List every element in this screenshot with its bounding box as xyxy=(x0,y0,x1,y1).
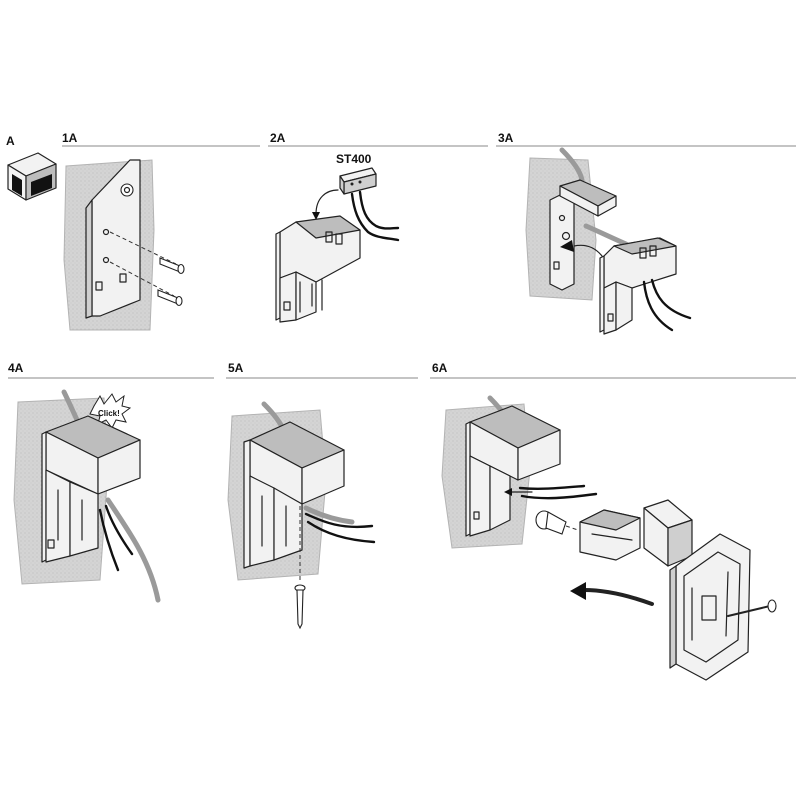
insert-arrow-6a-main xyxy=(582,588,654,606)
step-5a-label: 5A xyxy=(228,361,244,375)
mounting-plate-1a xyxy=(85,159,141,319)
part-label-st400: ST400 xyxy=(336,152,372,166)
step-5a: 5A xyxy=(226,361,418,630)
screw-1a-upper xyxy=(159,257,185,275)
click-label: Click! xyxy=(98,409,120,418)
insert-arrow-3a xyxy=(573,244,603,257)
step-6a-label: 6A xyxy=(432,361,448,375)
bracket-inset-icon xyxy=(7,152,57,201)
detector-body-6a xyxy=(669,533,751,681)
sensor-housing-5a xyxy=(243,421,345,569)
step-3a: 3A xyxy=(496,131,796,335)
step-2a-label: 2A xyxy=(270,131,286,145)
step-4a: 4A Click! xyxy=(8,361,214,603)
step-a-label: A xyxy=(6,134,15,148)
screw-6a xyxy=(727,599,777,617)
step-3a-label: 3A xyxy=(498,131,514,145)
step-2a: 2A ST400 xyxy=(268,131,488,323)
housing-base-2a xyxy=(275,215,361,323)
st400-module xyxy=(339,167,377,195)
step-1a: 1A xyxy=(62,131,260,331)
step-a: A xyxy=(6,134,57,201)
sensor-housing-4a xyxy=(41,415,141,563)
wall-plug-6a xyxy=(535,510,567,535)
step-6a: 6A xyxy=(430,361,796,681)
step-4a-label: 4A xyxy=(8,361,24,375)
screw-1a-lower xyxy=(157,289,183,307)
step-1a-label: 1A xyxy=(62,131,78,145)
swivel-joint-6a xyxy=(579,499,693,567)
insert-arrow-2a xyxy=(315,189,339,215)
cover-3a xyxy=(559,179,617,217)
housing-base-3a xyxy=(599,237,677,335)
screw-5a xyxy=(294,584,306,630)
sensor-housing-6a xyxy=(465,405,561,537)
